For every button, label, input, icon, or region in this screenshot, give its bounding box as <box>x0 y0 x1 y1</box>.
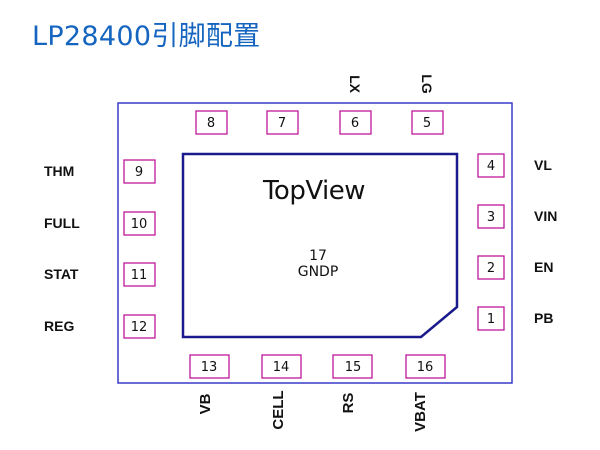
pin-label: LX <box>347 75 363 94</box>
pin-2: 2 EN <box>477 255 553 280</box>
pin-number: 13 <box>201 360 218 375</box>
pin-box <box>123 314 156 339</box>
pin-12: 12 REG <box>44 314 156 339</box>
pin-number: 5 <box>423 116 431 131</box>
pin-number: 15 <box>345 360 362 375</box>
pin-3: 3 VIN <box>477 204 557 229</box>
pin-number: 14 <box>273 360 290 375</box>
pin-box <box>195 110 228 135</box>
pin-5: 5 LG <box>411 74 444 135</box>
pin-box <box>339 110 372 135</box>
pin-box <box>411 110 444 135</box>
pin-number: 11 <box>131 268 148 283</box>
pin-box <box>189 354 230 379</box>
pin-box <box>477 204 505 229</box>
pin-box <box>123 262 156 287</box>
pad-number: 17 <box>309 248 327 264</box>
pin-box <box>266 110 299 135</box>
pin-label: VB <box>197 393 214 414</box>
pin-label: VIN <box>534 208 557 224</box>
pin-number: 16 <box>417 360 434 375</box>
pin-label: FULL <box>44 215 80 231</box>
pin-16: 16 VBAT <box>405 354 446 432</box>
pin-number: 10 <box>131 217 148 232</box>
pin-1: 1 PB <box>477 306 553 331</box>
pin-4: 4 VL <box>477 153 552 178</box>
pin-15: 15 RS <box>332 354 373 414</box>
pin-label: VBAT <box>412 392 429 432</box>
pin-number: 1 <box>487 312 495 327</box>
pin-number: 4 <box>487 159 495 174</box>
pin-label: STAT <box>44 266 79 282</box>
pin-10: 10 FULL <box>44 211 156 236</box>
pin-box <box>332 354 373 379</box>
pin-6: 6 LX <box>339 75 372 135</box>
pin-label: REG <box>44 318 74 334</box>
pin-box <box>405 354 446 379</box>
top-view-label: TopView <box>262 176 365 206</box>
pin-box <box>261 354 302 379</box>
pin-9: 9 THM <box>44 159 156 184</box>
package-outline <box>117 102 513 384</box>
diagram-title: LP28400引脚配置 <box>32 21 261 52</box>
pin-14: 14 CELL <box>261 354 302 430</box>
pin-8: 8 <box>195 110 228 135</box>
pin-number: 12 <box>131 320 148 335</box>
pin-number: 7 <box>278 116 286 131</box>
pin-number: 3 <box>487 210 495 225</box>
pin-label: EN <box>534 259 553 275</box>
pin-box <box>123 211 156 236</box>
pin-label: RS <box>340 393 357 414</box>
pin-label: VL <box>534 157 552 173</box>
pin-number: 8 <box>207 116 215 131</box>
pin-number: 2 <box>487 261 495 276</box>
pin-label: PB <box>534 310 553 326</box>
pin-number: 9 <box>135 165 143 180</box>
pin-box <box>123 159 156 184</box>
pin-box <box>477 153 505 178</box>
pin-11: 11 STAT <box>44 262 156 287</box>
pin-label: LG <box>419 74 435 94</box>
pin-box <box>477 255 505 280</box>
pin-label: CELL <box>270 390 287 429</box>
pin-label: THM <box>44 163 74 179</box>
pin-7: 7 <box>266 110 299 135</box>
pin-number: 6 <box>351 116 359 131</box>
exposed-pad <box>181 152 459 339</box>
pin-13: 13 VB <box>189 354 230 414</box>
pin-box <box>477 306 505 331</box>
pad-name: GNDP <box>298 264 339 280</box>
